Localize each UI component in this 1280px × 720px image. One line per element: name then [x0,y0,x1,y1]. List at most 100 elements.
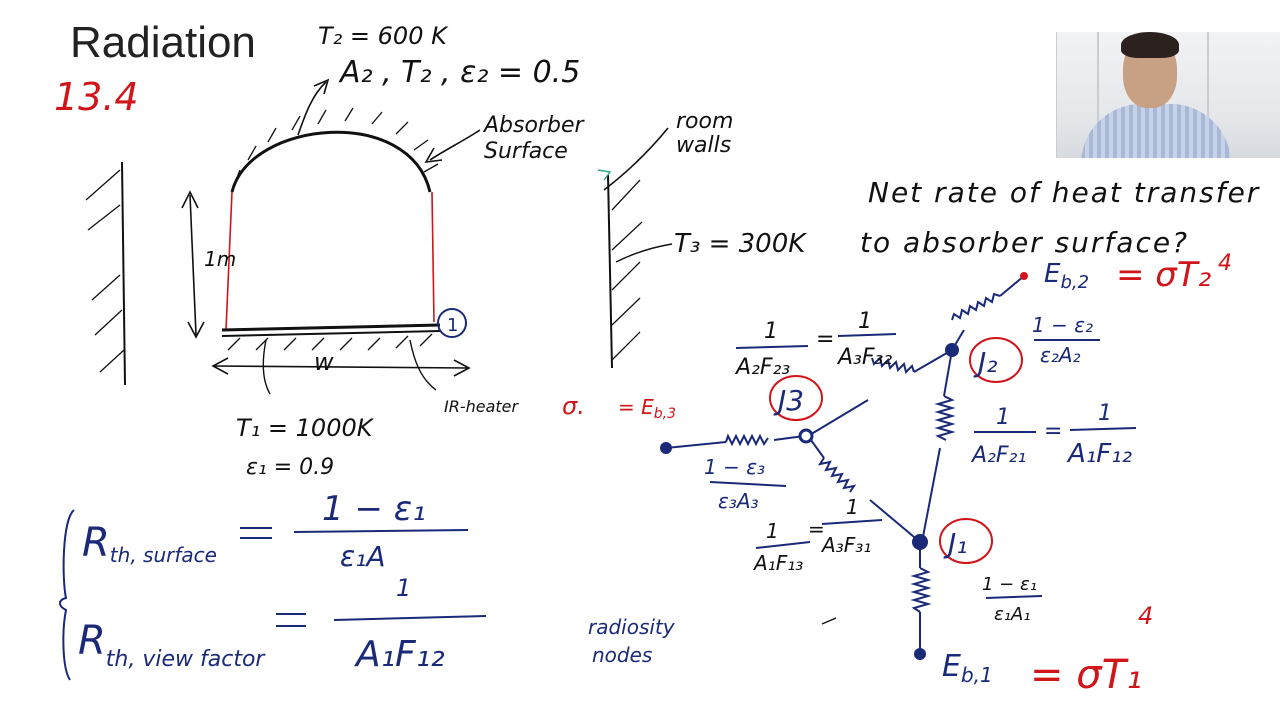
t2-label: T₂ = 600 K [318,22,449,50]
t3-label: T₃ = 300K [674,229,807,259]
webcam-person-hair [1121,32,1179,58]
r-surface: Rth, surface [82,520,217,567]
question-line2: to absorber surface? [860,226,1189,259]
r2-numerator: 1 − ε₂ [1032,313,1093,337]
right-wall-red [431,191,435,323]
surface-fraction-bar [293,529,469,533]
eb1-node [914,648,926,660]
room-walls-line1: room [676,109,733,134]
junction-circles [769,337,1023,564]
resistor-r1 [910,567,932,613]
r3-numerator: 1 − ε₃ [704,455,765,479]
heater-base [221,323,441,332]
absorber-label-line2: Surface [484,139,568,164]
absorber-dome [230,130,432,193]
eb3-sub: b,3 [654,406,676,422]
view-denominator: A₁F₁₂ [354,634,445,675]
r-view: Rth, view factor [78,618,266,672]
resistor-r2 [951,292,1001,321]
r13-equals: = [808,517,825,541]
r3-denominator: ε₃A₃ [718,489,759,513]
r23-left-numerator: 1 [764,319,778,344]
width-arrow [213,365,469,369]
width-label: w [314,348,334,376]
j1-label: J₁ [943,527,967,560]
eb2-node [1020,272,1028,280]
t1-label: T₁ = 1000K [236,414,375,442]
height-label: 1m [204,247,236,271]
question-line1: Net rate of heat transfer [868,176,1260,209]
r-view-main: R [78,618,106,664]
eb1-formula: = σT₁ [1030,652,1142,698]
eb1-power: 4 [1138,602,1153,630]
eb3-node [660,442,672,454]
room-walls-line2: walls [676,133,731,158]
heater-base-2 [221,330,441,337]
resistor-r23 [871,356,915,374]
j1-circle [939,518,993,564]
webcam-wall-line [1097,32,1099,158]
a2-arrow [297,81,327,136]
view-fraction-bar [333,615,487,621]
radiosity-label-line2: nodes [592,643,652,667]
eb2-main: E [1044,259,1061,289]
r23-right-numerator: 1 [858,309,872,334]
resistance-network [665,275,1137,654]
resistance-equations [59,509,487,681]
j3-node [798,428,814,444]
r13-left-numerator: 1 [766,519,779,543]
eb1-sub: b,1 [961,663,993,687]
j2-label: J₂ [973,346,997,379]
radiosity-label-line1: radiosity [588,615,676,639]
sigma-mark: σ. [562,392,585,420]
eb1-label: Eb,1 [942,649,993,687]
view-numerator: 1 [396,574,411,602]
eb2-formula: = σT₂ [1116,255,1212,295]
absorber-sketch [85,78,673,395]
r-surface-sub: th, surface [110,543,217,567]
a2-label: A₂ , T₂ , ε₂ = 0.5 [338,55,580,90]
resistor-r3 [725,433,769,447]
eb1-main: E [942,649,961,684]
j2-circle [969,337,1023,383]
right-room-wall [607,174,613,369]
r1-numerator: 1 − ε₁ [982,574,1037,595]
section-number: 13.4 [54,75,139,119]
height-arrow [189,194,197,336]
surface-denominator: ε₁A [340,540,386,573]
r21-right-denominator: A₁F₁₂ [1066,439,1132,469]
r2-denominator: ε₂A₂ [1040,343,1081,367]
node1-circle [437,308,467,338]
r13-left-denominator: A₁F₁₃ [752,551,803,575]
e1-label: ε₁ = 0.9 [246,455,334,480]
eb3-label: = Eb,3 [618,395,676,422]
absorber-label-line1: Absorber [482,113,585,138]
j1-node [912,534,928,550]
r21-left-denominator: A₂F₂₁ [970,443,1026,468]
r21-equals: = [1044,419,1062,444]
webcam-wall-line [1207,32,1209,158]
system-brace [59,509,75,681]
resistor-r13 [817,457,857,493]
surface-numerator: 1 − ε₁ [322,489,426,529]
ir-heater-label: IR-heater [444,397,520,416]
node1-label: 1 [447,315,458,336]
j3-label: J3 [773,384,804,417]
left-wall-red [225,191,233,331]
r1-denominator: ε₁A₁ [994,604,1030,625]
dome-hatching [233,107,439,186]
eb2-label: Eb,2 [1044,259,1089,293]
r-view-sub: th, view factor [106,647,267,672]
resistor-r21 [934,395,956,441]
slide-title: Radiation [70,18,256,67]
r-surface-main: R [82,520,110,566]
r21-left-numerator: 1 [996,405,1010,430]
left-room-wall [121,161,126,386]
j2-node [945,343,959,357]
eb2-power: 4 [1218,251,1232,276]
r23-right-denominator: A₃F₃₂ [836,345,892,370]
r13-right-numerator: 1 [846,495,859,519]
network-nodes [660,272,1028,660]
r23-left-denominator: A₂F₂₃ [734,355,790,380]
